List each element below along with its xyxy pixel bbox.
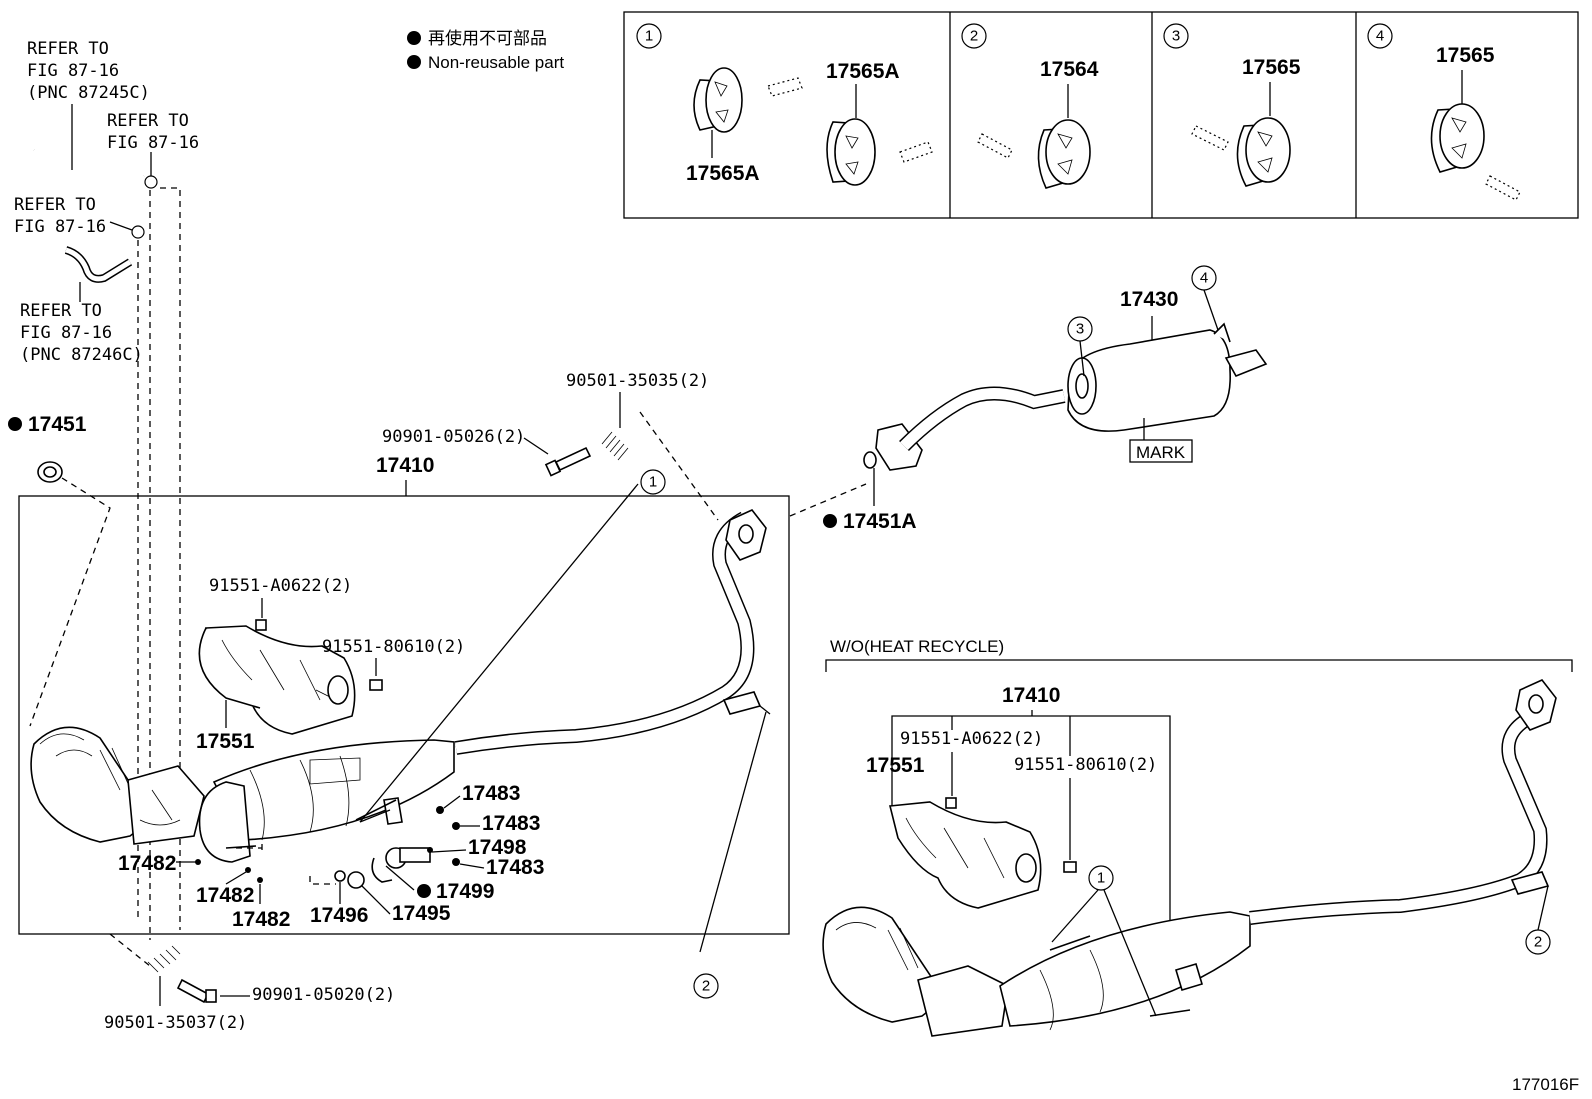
- front-pipe-catalyst: [30, 483, 771, 953]
- refer-note-line: FIG 87-16: [20, 323, 112, 343]
- variant-title: W/O(HEAT RECYCLE): [830, 637, 1004, 656]
- inset-number: 4: [1376, 28, 1384, 45]
- non-reusable-marker-icon: [8, 417, 22, 431]
- bolt-90501-35037-label: 90501-35037(2): [104, 1013, 247, 1033]
- rubber-hanger-icon: [1430, 103, 1485, 173]
- inset-number: 3: [1172, 28, 1180, 45]
- refer-note-line: (PNC 87245C): [27, 83, 150, 103]
- callout-number: 1: [1097, 870, 1105, 887]
- bolt-spring-bottom: 90901-05020(2) 90501-35037(2): [104, 933, 395, 1033]
- rubber-hanger-icon: [1037, 119, 1091, 189]
- part-17482-label: 17482: [232, 908, 290, 931]
- gasket-17451: 17451: [8, 413, 111, 727]
- bolt-icon: [1063, 861, 1077, 873]
- inset-panel: 1 17565A 17565A 2 17564: [623, 11, 1579, 219]
- non-reusable-marker-icon: [417, 884, 431, 898]
- manifold-converter-icon: [822, 906, 937, 1023]
- gasket-17451A-icon: [863, 451, 877, 469]
- part-91551-80610-label: 91551-80610(2): [322, 637, 465, 657]
- bolt-90901-05026-label: 90901-05026(2): [382, 427, 525, 447]
- part-17496-label: 17496: [310, 904, 368, 927]
- inset-2: 2 17564: [961, 23, 1099, 189]
- legend: 再使用不可部品 Non-reusable part: [407, 28, 564, 72]
- catalyst-body-icon: [999, 911, 1251, 1027]
- bolt-90901-05020-label: 90901-05020(2): [252, 985, 395, 1005]
- inset-number: 2: [970, 28, 978, 45]
- part-17483-label: 17483: [462, 782, 520, 805]
- part-17565A-label: 17565A: [826, 60, 900, 83]
- part-17565-label: 17565: [1436, 44, 1495, 67]
- non-reusable-marker-icon: [407, 31, 421, 45]
- heat-insulator-icon: [888, 801, 1042, 909]
- clamp-icon: [131, 225, 145, 239]
- refer-note-line: REFER TO: [107, 111, 189, 131]
- bolt-spring-top: 90501-35035(2) 90901-05026(2): [382, 371, 719, 521]
- muffler-assembly: 17451A 17430 4 3 MARK: [789, 265, 1268, 533]
- part-17482-label: 17482: [118, 852, 176, 875]
- catalyst-body-icon: [212, 739, 455, 841]
- non-reusable-marker-icon: [407, 55, 421, 69]
- sensor-17495-icon: [347, 871, 365, 889]
- refer-note-line: (PNC 87246C): [20, 345, 143, 365]
- part-91551-80610-label: 91551-80610(2): [1014, 755, 1157, 775]
- part-17551-label: 17551: [866, 754, 925, 777]
- part-17498-label: 17498: [468, 836, 527, 859]
- refer-note-line: REFER TO: [20, 301, 102, 321]
- refer-note-line: REFER TO: [27, 39, 109, 59]
- part-17565-label: 17565: [1242, 56, 1301, 79]
- part-17551-label: 17551: [196, 730, 255, 753]
- inset-3: 3 17565: [1163, 23, 1301, 187]
- main-assembly-box: 17410: [18, 454, 790, 935]
- part-91551-A0622-label: 91551-A0622(2): [209, 576, 352, 596]
- part-17495-label: 17495: [392, 902, 451, 925]
- refer-note-line: REFER TO: [14, 195, 96, 215]
- part-91551-A0622-label: 91551-A0622(2): [900, 729, 1043, 749]
- clamp-icon: [144, 175, 158, 189]
- bolt-icon: [176, 978, 210, 1004]
- inset-4: 4 17565: [1367, 23, 1521, 201]
- refer-notes: REFER TO FIG 87-16 (PNC 87245C) REFER TO…: [14, 39, 199, 940]
- bolt-icon: [554, 446, 592, 472]
- legend-jp: 再使用不可部品: [428, 28, 547, 48]
- callout-number: 3: [1076, 321, 1084, 338]
- heat-insulator-17551: 17551 91551-A0622(2) 91551-80610(2): [196, 576, 465, 753]
- rubber-hanger-icon: [1236, 117, 1291, 187]
- part-17499-label: 17499: [436, 880, 494, 903]
- muffler-icon: [1067, 329, 1231, 432]
- bolt-icon: [255, 619, 267, 631]
- variant-without-heat-recycle: W/O(HEAT RECYCLE) 17410 17551 91551-A062…: [822, 637, 1573, 1037]
- part-17564-label: 17564: [1040, 58, 1099, 81]
- rubber-hanger-icon: [693, 67, 743, 133]
- part-17483-label: 17483: [482, 812, 540, 835]
- part-17451A-label: 17451A: [843, 510, 917, 533]
- refer-note-line: FIG 87-16: [14, 217, 106, 237]
- callout-number: 2: [702, 978, 710, 995]
- part-17430-label: 17430: [1120, 288, 1178, 311]
- part-17482-label: 17482: [196, 884, 254, 907]
- callout-number: 1: [649, 474, 657, 491]
- inset-1: 1 17565A 17565A: [636, 23, 933, 186]
- non-reusable-marker-icon: [823, 514, 837, 528]
- part-17410-label: 17410: [1002, 684, 1060, 707]
- part-17565A-label: 17565A: [686, 162, 760, 185]
- bolt-90501-35035-label: 90501-35035(2): [566, 371, 709, 391]
- manifold-converter-icon: [30, 726, 145, 843]
- refer-note-line: FIG 87-16: [27, 61, 119, 81]
- mark-label: MARK: [1136, 443, 1186, 462]
- callout-number: 4: [1200, 270, 1208, 287]
- legend-en: Non-reusable part: [428, 53, 564, 72]
- bolt-icon: [945, 797, 957, 809]
- rubber-hanger-icon: [826, 118, 876, 186]
- part-17483-label: 17483: [486, 856, 544, 879]
- callout-number: 2: [1534, 934, 1542, 951]
- inset-number: 1: [645, 28, 653, 45]
- part-17451-label: 17451: [28, 413, 87, 436]
- refer-note-line: FIG 87-16: [107, 133, 199, 153]
- figure-id: 177016F: [1512, 1075, 1579, 1094]
- part-17410-label: 17410: [376, 454, 434, 477]
- bolt-icon: [369, 679, 383, 691]
- main-small-labels: 17483 17483 17498 17483 17499 17495 1749…: [118, 782, 544, 931]
